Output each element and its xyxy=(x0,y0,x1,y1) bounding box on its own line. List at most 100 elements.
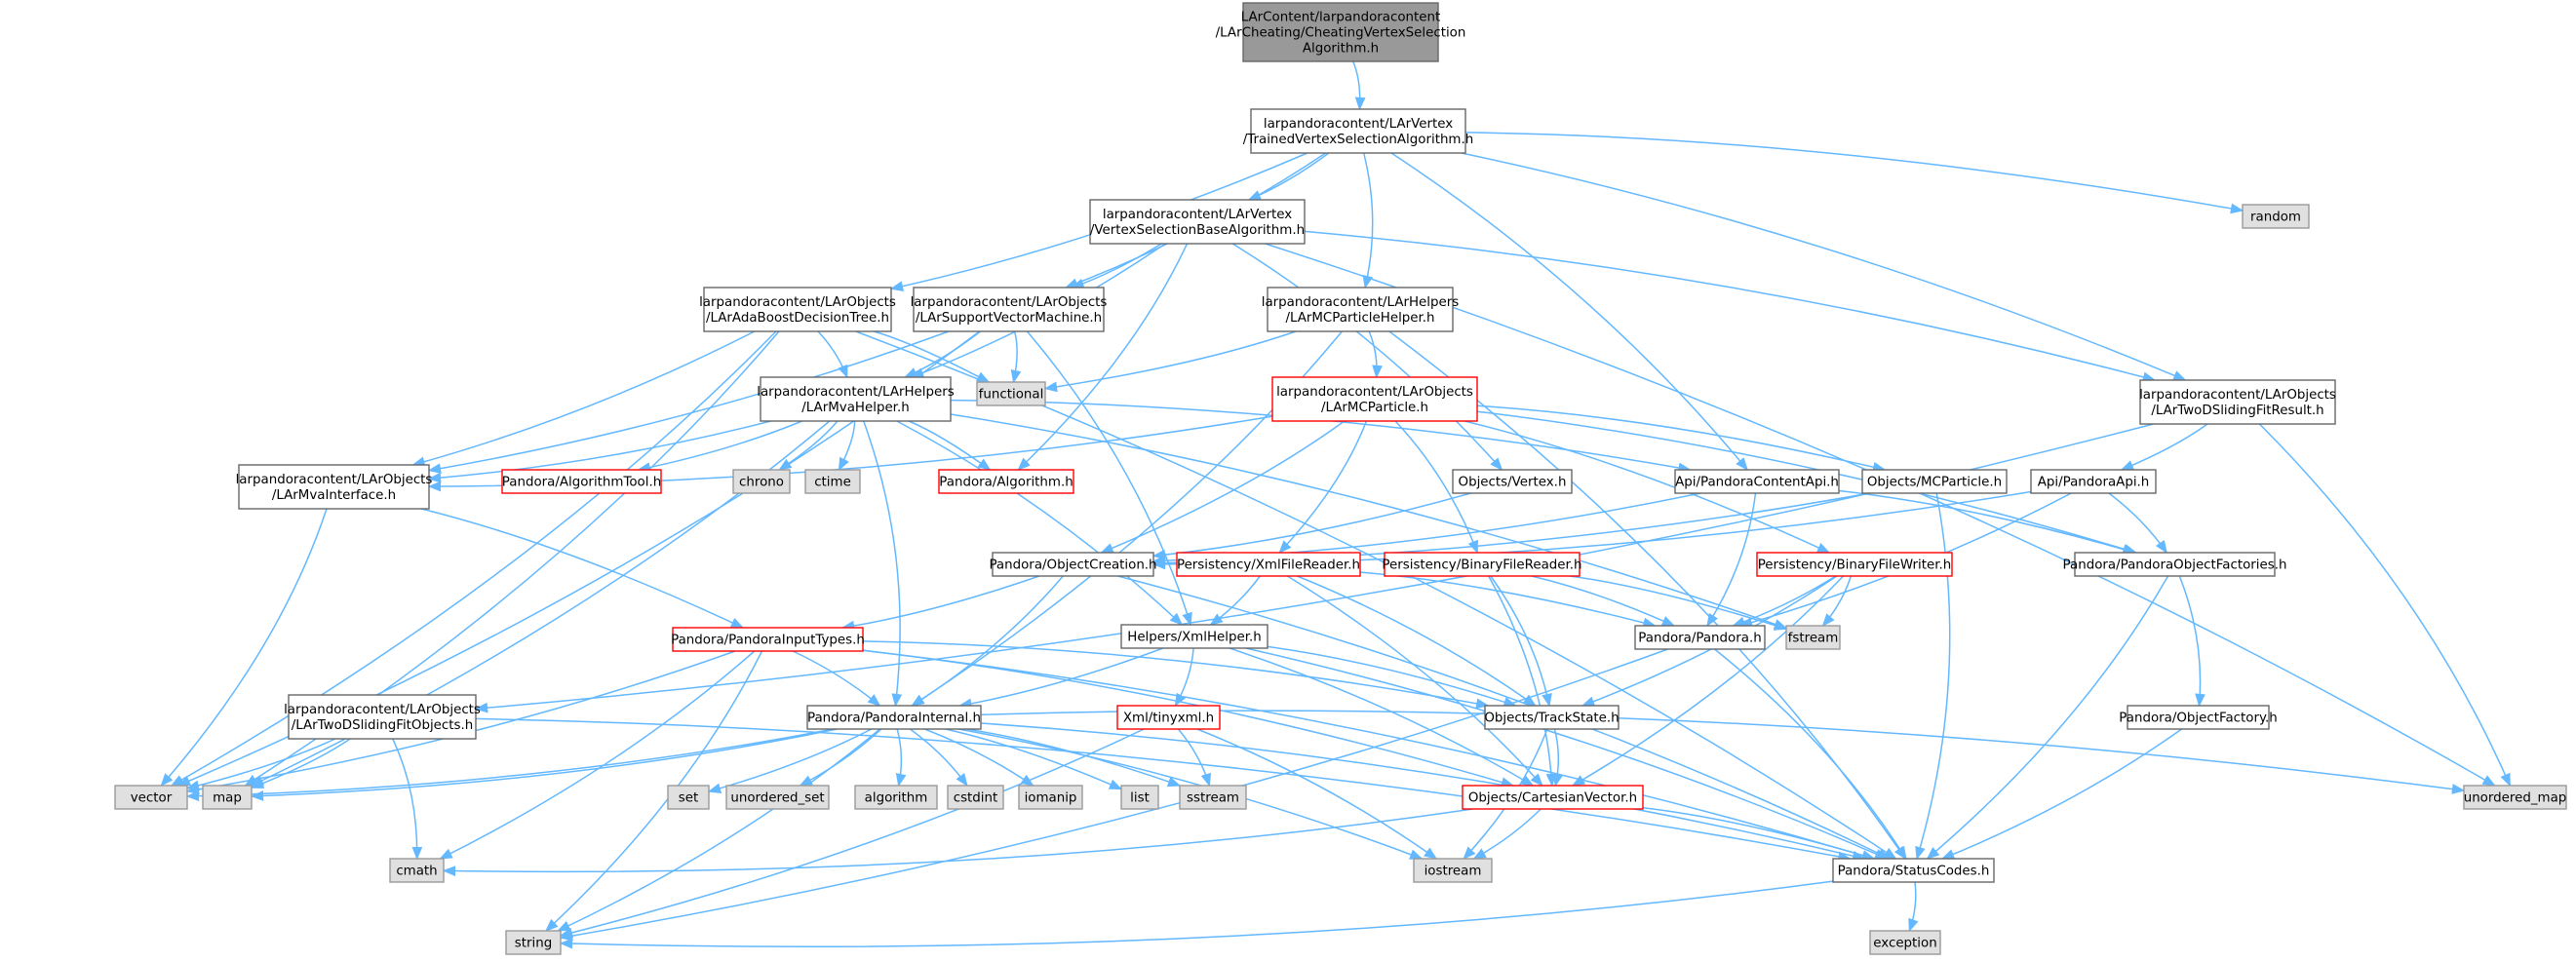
node-adaboost[interactable]: larpandoracontent/LArObjects/LArAdaBoost… xyxy=(699,287,896,332)
node-label-objvertex-line-0: Objects/Vertex.h xyxy=(1459,475,1567,489)
node-cartvector[interactable]: Objects/CartesianVector.h xyxy=(1462,785,1644,810)
node-binreader[interactable]: Persistency/BinaryFileReader.h xyxy=(1382,552,1582,577)
node-pandoraapi[interactable]: Api/PandoraApi.h xyxy=(2030,469,2157,494)
node-label-chrono-line-0: chrono xyxy=(739,475,784,489)
node-label-statuscodes-line-0: Pandora/StatusCodes.h xyxy=(1838,864,1990,878)
node-box-binreader xyxy=(1384,552,1581,577)
node-twodfitobj[interactable]: larpandoracontent/LArObjects/LArTwoDSlid… xyxy=(284,694,481,740)
node-box-trackstate xyxy=(1484,705,1620,730)
edge-objmcparticle-to-statuscodes xyxy=(1915,492,1951,861)
node-label-algorithm_h-line-0: Pandora/Algorithm.h xyxy=(939,475,1073,489)
node-objcreation[interactable]: Pandora/ObjectCreation.h xyxy=(989,552,1157,577)
node-box-mvahelper xyxy=(760,376,952,422)
edge-cartvector-to-cmath xyxy=(442,808,1473,876)
node-tinyxml[interactable]: Xml/tinyxml.h xyxy=(1116,705,1221,730)
edge-twodfit-to-pandoraapi xyxy=(2120,423,2208,471)
node-objvertex[interactable]: Objects/Vertex.h xyxy=(1452,469,1573,494)
node-functional: functional xyxy=(976,381,1046,406)
node-box-adaboost xyxy=(703,287,892,332)
node-binwriter[interactable]: Persistency/BinaryFileWriter.h xyxy=(1756,552,1953,577)
node-mvainterface[interactable]: larpandoracontent/LArObjects/LArMvaInter… xyxy=(236,464,433,510)
edge-objfactory-to-statuscodes xyxy=(1940,728,2183,860)
node-cstdint: cstdint xyxy=(947,785,1004,810)
node-box-vector xyxy=(114,785,188,810)
node-root[interactable]: LArContent/larpandoracontent/LArCheating… xyxy=(1216,2,1466,62)
node-ctime: ctime xyxy=(804,469,861,494)
node-sstream: sstream xyxy=(1179,785,1247,810)
edge-xmlreader-to-trackstate xyxy=(1297,575,1537,707)
node-objmcparticle[interactable]: Objects/MCParticle.h xyxy=(1861,469,2008,494)
node-pandora_h[interactable]: Pandora/Pandora.h xyxy=(1634,625,1766,650)
node-objfactories[interactable]: Pandora/PandoraObjectFactories.h xyxy=(2063,552,2287,577)
node-label-vsbase-line-0: larpandoracontent/LArVertex xyxy=(1103,208,1292,222)
node-label-binreader-line-0: Persistency/BinaryFileReader.h xyxy=(1382,558,1581,572)
node-box-exception xyxy=(1869,930,1941,955)
node-cmath: cmath xyxy=(389,858,445,883)
node-statuscodes[interactable]: Pandora/StatusCodes.h xyxy=(1832,858,1995,883)
edge-mvainterface-to-vector xyxy=(160,508,328,788)
edge-svm-to-xmlhelper xyxy=(1026,330,1192,627)
node-label-sstream-line-0: sstream xyxy=(1187,790,1239,805)
node-objfactory[interactable]: Pandora/ObjectFactory.h xyxy=(2119,705,2278,730)
edge-cartvector-to-iostream xyxy=(1472,808,1542,860)
node-label-mcphelper-line-1: /LArMCParticleHelper.h xyxy=(1285,311,1434,326)
edge-binreader-to-trackstate xyxy=(1490,575,1552,708)
node-box-inputtypes xyxy=(672,627,864,652)
node-label-binwriter-line-0: Persistency/BinaryFileWriter.h xyxy=(1758,558,1952,572)
node-label-objfactory-line-0: Pandora/ObjectFactory.h xyxy=(2119,711,2277,725)
node-label-pandora_h-line-0: Pandora/Pandora.h xyxy=(1638,631,1761,645)
edge-adaboost-to-vector xyxy=(170,330,777,787)
edge-pinternal-to-string xyxy=(557,728,880,932)
node-pinternal[interactable]: Pandora/PandoraInternal.h xyxy=(806,705,982,730)
edge-larmcparticle-to-objfactories xyxy=(1476,410,2137,555)
edge-inputtypes-to-statuscodes xyxy=(862,649,1876,861)
node-label-twodfit-line-1: /LArTwoDSlidingFitResult.h xyxy=(2151,404,2323,418)
edge-vsbase-to-twodfit xyxy=(1304,230,2157,383)
edge-svm-to-functional xyxy=(1010,330,1022,384)
node-label-root-line-2: Algorithm.h xyxy=(1303,41,1379,56)
node-trained[interactable]: larpandoracontent/LArVertex/TrainedVerte… xyxy=(1243,108,1473,154)
node-label-svm-line-1: /LArSupportVectorMachine.h xyxy=(916,311,1102,326)
node-box-objfactories xyxy=(2074,552,2276,577)
edge-mvahelper-to-ctime xyxy=(838,420,856,472)
node-box-statuscodes xyxy=(1832,858,1995,883)
node-box-unordered_map xyxy=(2463,785,2567,810)
edge-tinyxml-to-iostream xyxy=(1196,728,1438,860)
edge-contentapi-to-objfactories xyxy=(1838,489,2136,555)
node-label-unordered_set-line-0: unordered_set xyxy=(730,790,824,805)
node-vsbase[interactable]: larpandoracontent/LArVertex/VertexSelect… xyxy=(1089,199,1306,245)
node-twodfit[interactable]: larpandoracontent/LArObjects/LArTwoDSlid… xyxy=(2139,379,2336,425)
node-box-svm xyxy=(913,287,1105,332)
node-label-mvahelper-line-0: larpandoracontent/LArHelpers xyxy=(757,385,955,400)
edge-objfactories-to-statuscodes xyxy=(1926,575,2169,860)
node-mcphelper[interactable]: larpandoracontent/LArHelpers/LArMCPartic… xyxy=(1262,287,1460,332)
node-label-adaboost-line-1: /LArAdaBoostDecisionTree.h xyxy=(706,311,889,326)
node-inputtypes[interactable]: Pandora/PandoraInputTypes.h xyxy=(671,627,865,652)
node-label-twodfit-line-0: larpandoracontent/LArObjects xyxy=(2139,388,2336,403)
node-mvahelper[interactable]: larpandoracontent/LArHelpers/LArMvaHelpe… xyxy=(757,376,955,422)
edge-statuscodes-to-exception xyxy=(1908,881,1919,933)
node-algorithm_h[interactable]: Pandora/Algorithm.h xyxy=(938,469,1074,494)
node-label-iomanip-line-0: iomanip xyxy=(1025,790,1077,805)
edge-twodfitobj-to-cmath xyxy=(392,738,423,861)
edge-binwriter-to-fstream xyxy=(1821,575,1853,628)
edge-tinyxml-to-string xyxy=(559,728,1145,939)
edge-twodfitobj-to-vector xyxy=(185,738,336,791)
node-label-root-line-0: LArContent/larpandoracontent xyxy=(1241,10,1441,24)
node-xmlhelper[interactable]: Helpers/XmlHelper.h xyxy=(1120,624,1268,649)
node-algtool[interactable]: Pandora/AlgorithmTool.h xyxy=(501,469,662,494)
edge-pinternal-to-cstdint xyxy=(909,728,968,788)
edge-vsbase-to-objvertex xyxy=(1231,243,1503,472)
node-trackstate[interactable]: Objects/TrackState.h xyxy=(1484,705,1620,730)
node-label-svm-line-0: larpandoracontent/LArObjects xyxy=(911,295,1108,310)
node-xmlreader[interactable]: Persistency/XmlFileReader.h xyxy=(1176,552,1361,577)
node-box-pinternal xyxy=(806,705,982,730)
node-larmcparticle[interactable]: larpandoracontent/LArObjects/LArMCPartic… xyxy=(1271,376,1478,422)
node-box-map xyxy=(202,785,253,810)
node-label-cmath-line-0: cmath xyxy=(396,864,437,878)
node-label-cartvector-line-0: Objects/CartesianVector.h xyxy=(1468,790,1637,805)
node-contentapi[interactable]: Api/PandoraContentApi.h xyxy=(1674,469,1840,494)
node-svm[interactable]: larpandoracontent/LArObjects/LArSupportV… xyxy=(911,287,1108,332)
node-box-algorithm_h xyxy=(938,469,1074,494)
node-label-algtool-line-0: Pandora/AlgorithmTool.h xyxy=(502,475,661,489)
